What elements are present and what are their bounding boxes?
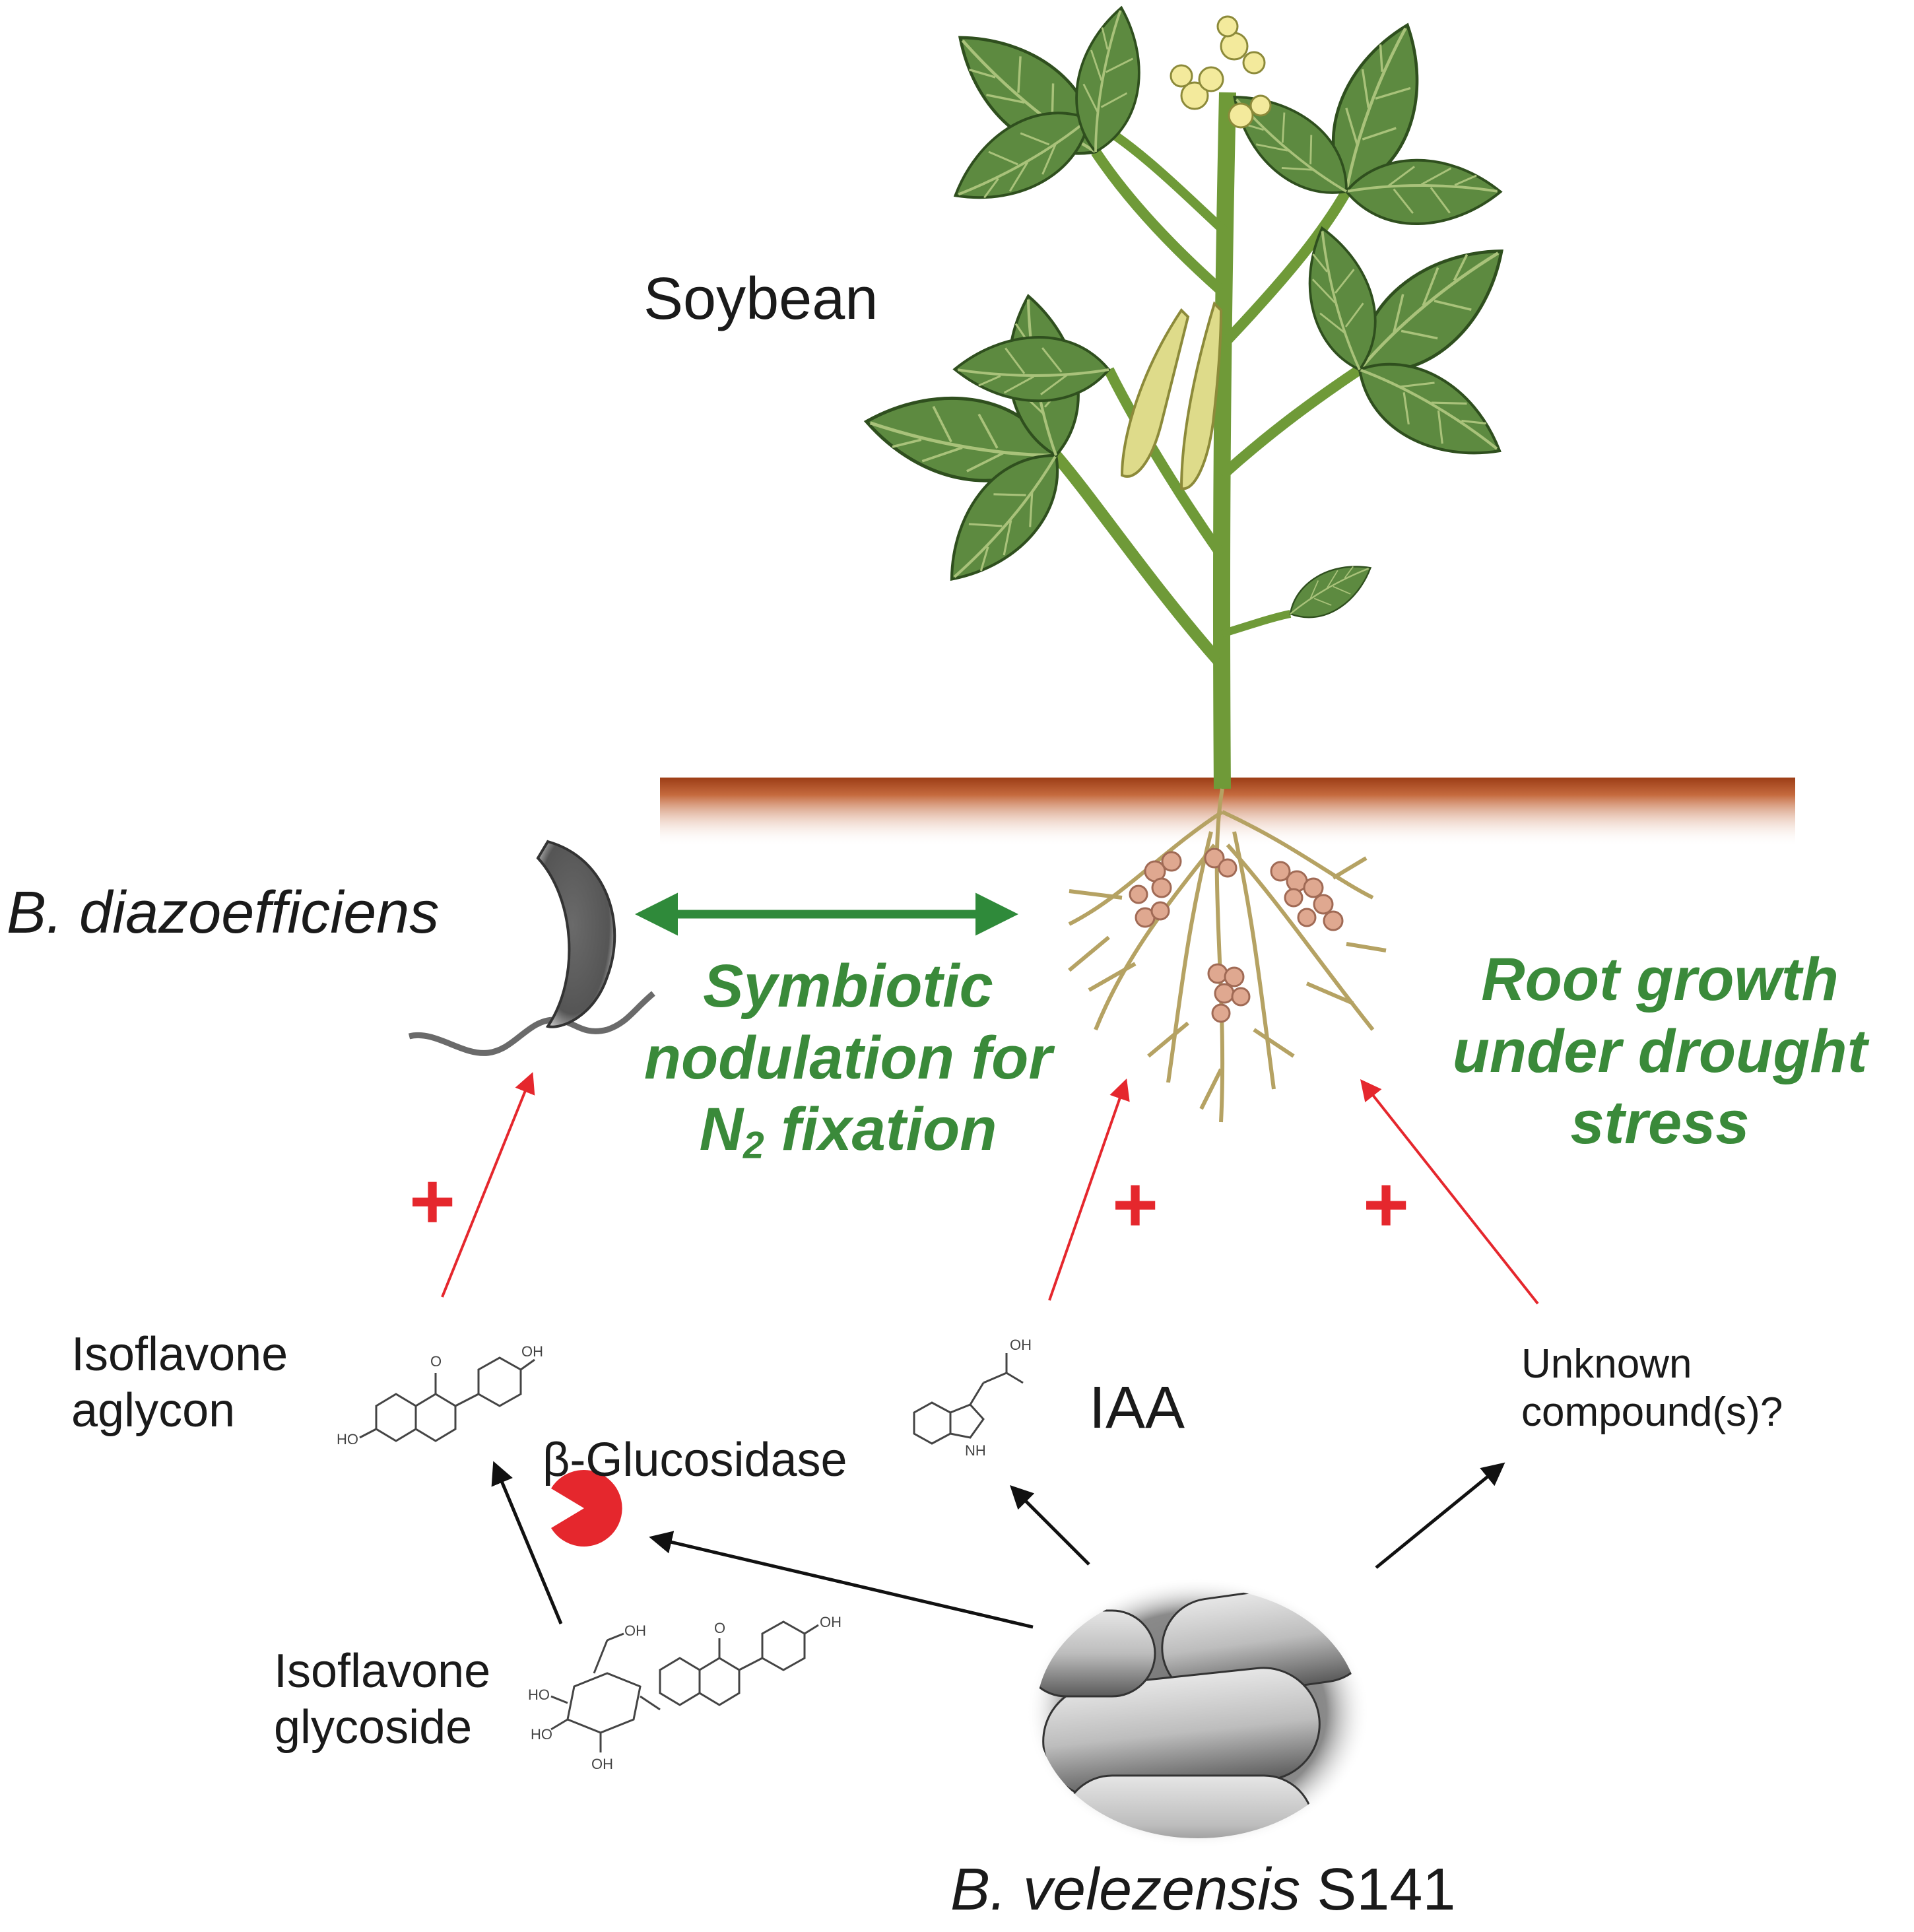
soybean-label: Soybean bbox=[644, 266, 878, 332]
unknown-line-1: Unknown bbox=[1521, 1341, 1692, 1387]
chem-nh-label: NH bbox=[965, 1442, 986, 1459]
symbiotic-line-2: nodulation for bbox=[644, 1024, 1053, 1092]
b-diazoefficiens-illustration bbox=[408, 840, 655, 1056]
beta-glucosidase-label: β-Glucosidase bbox=[543, 1434, 847, 1486]
b-velezensis-strain: S141 bbox=[1300, 1857, 1456, 1923]
b-velezensis-species: B. velezensis bbox=[950, 1857, 1301, 1923]
isoflavone-glycoside-structure bbox=[550, 1620, 819, 1752]
pacman-icon bbox=[551, 1470, 622, 1547]
black-arrow-unknown bbox=[1375, 1462, 1505, 1569]
isoflavone-aglycon-label: Isoflavone aglycon bbox=[71, 1327, 288, 1439]
red-arrow-unknown bbox=[1360, 1079, 1539, 1305]
red-arrow-aglycon bbox=[441, 1072, 535, 1298]
black-arrow-iaa bbox=[1010, 1485, 1090, 1566]
aglycon-line-2: aglycon bbox=[71, 1383, 236, 1437]
chem-oh-label: OH bbox=[820, 1614, 842, 1630]
symbiotic-line-1: Symbiotic bbox=[703, 952, 993, 1020]
glycoside-line-2: glycoside bbox=[274, 1700, 473, 1754]
black-arrow-glycoside bbox=[491, 1461, 563, 1624]
plus-sign-unknown: + bbox=[1363, 1160, 1410, 1249]
black-arrow-glucosidase bbox=[649, 1531, 1034, 1629]
main-stem bbox=[1212, 92, 1236, 789]
glycoside-line-1: Isoflavone bbox=[274, 1645, 491, 1698]
iaa-structure bbox=[913, 1353, 1024, 1445]
chem-ho-label: HO bbox=[531, 1726, 552, 1743]
unknown-compounds-label: Unknown compound(s)? bbox=[1521, 1340, 1783, 1436]
root-growth-label: Root growth under drought stress bbox=[1419, 944, 1901, 1159]
chem-oh-label: OH bbox=[521, 1343, 543, 1360]
root-line-1: Root growth bbox=[1481, 946, 1839, 1013]
plus-sign-aglycon: + bbox=[409, 1157, 456, 1246]
chem-oh-label: OH bbox=[591, 1756, 613, 1772]
soybean-plant-illustration bbox=[660, 0, 1795, 1123]
red-arrow-iaa bbox=[1048, 1078, 1130, 1301]
chem-oh-label: OH bbox=[1010, 1337, 1032, 1353]
plus-sign-iaa: + bbox=[1112, 1160, 1159, 1249]
chem-ho-label: HO bbox=[528, 1686, 550, 1703]
root-line-3: stress bbox=[1570, 1089, 1750, 1157]
iaa-label: IAA bbox=[1089, 1375, 1185, 1441]
chem-oh-label: OH bbox=[624, 1622, 646, 1639]
chem-ho-label: HO bbox=[337, 1431, 358, 1448]
root-line-2: under drought bbox=[1452, 1017, 1868, 1085]
isoflavone-glycoside-label: Isoflavone glycoside bbox=[274, 1644, 490, 1756]
unknown-line-2: compound(s)? bbox=[1521, 1389, 1783, 1436]
b-diazoefficiens-label: B. diazoefficiens bbox=[7, 880, 440, 946]
roots bbox=[1068, 788, 1387, 1123]
chem-o-label: O bbox=[714, 1620, 725, 1636]
chem-o-label: O bbox=[430, 1353, 442, 1370]
b-velezensis-sem-image bbox=[1026, 1578, 1370, 1848]
symbiotic-nodulation-label: Symbiotic nodulation for N2 fixation bbox=[587, 950, 1109, 1168]
symbiotic-line-3: N2 fixation bbox=[699, 1096, 997, 1167]
b-velezensis-label: B. velezensis S141 bbox=[950, 1855, 1455, 1925]
aglycon-line-1: Isoflavone bbox=[71, 1328, 288, 1381]
root-nodules bbox=[1129, 848, 1344, 1023]
isoflavone-aglycon-structure bbox=[359, 1356, 535, 1442]
